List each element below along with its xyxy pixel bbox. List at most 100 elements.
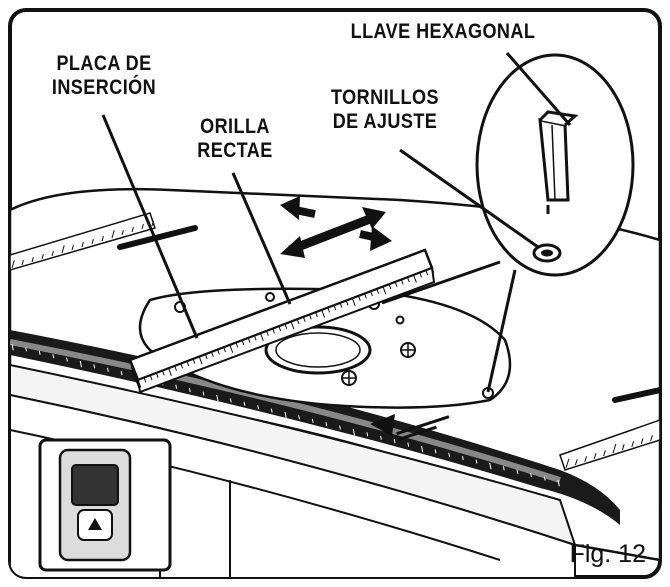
ruler-tick [421, 445, 424, 453]
power-switch-box [38, 438, 172, 572]
ruler-tick [121, 230, 124, 236]
ruler-tick [93, 364, 96, 369]
ruler-tick [640, 438, 644, 445]
ruler-tick [143, 377, 147, 383]
ruler-tick [339, 302, 343, 308]
ruler-tick [223, 347, 226, 353]
leader-adjust-screws [399, 148, 539, 249]
ruler-tick [253, 335, 257, 341]
ruler-tick [25, 347, 27, 352]
ruler-tick [516, 469, 519, 474]
ruler-tick [192, 358, 196, 364]
ruler-tick [345, 300, 349, 306]
ruler-tick [91, 239, 94, 245]
ruler-tick [11, 343, 14, 351]
movement-arrows [280, 196, 392, 258]
ruler-tick [333, 305, 337, 311]
ruler-tick [247, 337, 251, 343]
leader-straight-edge [231, 172, 292, 305]
callout-adjust-screws-line2: DE AJUSTE [332, 110, 438, 133]
ruler-tick [489, 462, 492, 470]
ruler-tick [257, 405, 259, 410]
ruler-tick [211, 351, 214, 357]
callout-insert-plate-line2: INSERCIÓN [51, 76, 157, 99]
ruler-tick [419, 272, 422, 278]
leader-screw-right [486, 269, 517, 393]
ruler-tick [284, 323, 288, 329]
ruler-tick [475, 459, 478, 464]
ruler-tick [79, 360, 83, 368]
ruler-tick [186, 361, 190, 367]
ruler-tick [631, 441, 635, 448]
ruler-tick [461, 456, 464, 461]
ruler-tick [358, 295, 361, 301]
ruler-tick [278, 326, 282, 332]
ruler-tick [270, 408, 273, 413]
ruler-tick [612, 443, 617, 454]
ruler-tick [593, 453, 597, 460]
callout-straight-edge: ORILLA RECTAE [188, 115, 283, 163]
ruler-tick [229, 398, 232, 403]
ruler-tick [621, 444, 625, 451]
ruler-tick [325, 422, 328, 427]
ruler-tick [309, 314, 312, 320]
ruler-tick [175, 384, 178, 389]
ruler-tick [366, 432, 369, 437]
ruler-tick [448, 452, 451, 457]
ruler-tick [650, 435, 653, 442]
ruler-tick [81, 242, 84, 248]
ruler-tick [407, 277, 410, 283]
ruler-tick [107, 367, 109, 372]
ruler-tick [413, 274, 417, 283]
ruler-tick [296, 319, 300, 325]
ruler-tick [431, 267, 435, 273]
ruler-tick [21, 260, 24, 266]
ruler-tick [141, 224, 144, 230]
plate-opening [264, 325, 372, 375]
ruler-tick [131, 227, 134, 233]
ruler-tick [434, 449, 437, 454]
ruler-tick [101, 236, 104, 242]
ruler-tick [298, 415, 300, 420]
ruler-tick [388, 284, 392, 290]
callout-insert-plate-line1: PLACA DE [56, 52, 152, 75]
ruler-tick [11, 260, 15, 269]
ruler-tick [543, 476, 546, 481]
ruler-tick [174, 365, 177, 371]
ruler-tick [38, 350, 41, 355]
ruler-tick [311, 418, 314, 423]
ruler-tick [162, 370, 165, 376]
ruler-tick [557, 479, 560, 487]
ruler-tick [352, 428, 356, 436]
right-ruler [559, 418, 660, 471]
ruler-tick [315, 312, 318, 318]
ruler-tick [530, 473, 532, 478]
ruler-tick [155, 372, 159, 378]
ruler-tick [216, 394, 219, 402]
ruler-tick [400, 279, 404, 285]
callout-straight-edge-line1: ORILLA [200, 115, 270, 138]
ruler-tick [31, 257, 34, 263]
ruler-tick [382, 286, 387, 295]
ruler-tick [180, 363, 184, 369]
ruler-tick [235, 342, 239, 348]
ruler-tick [302, 316, 306, 322]
feed-direction-text [396, 415, 450, 441]
callout-adjust-screws-line1: TORNILLOS [331, 86, 439, 109]
leader-insert-plate [101, 114, 199, 339]
ruler-tick [41, 254, 44, 260]
ruler-tick [243, 401, 246, 406]
front-scale-strip [10, 339, 561, 483]
ruler-tick [241, 340, 245, 346]
ruler-tick [229, 344, 234, 353]
leader-lines [101, 52, 572, 393]
ruler-tick [290, 321, 295, 330]
ruler-tick [407, 442, 410, 447]
ruler-tick [188, 388, 191, 393]
ruler-tick [204, 354, 208, 360]
table-slot-right [612, 387, 660, 403]
ruler-tick [339, 425, 341, 430]
ruler-tick [272, 328, 275, 334]
